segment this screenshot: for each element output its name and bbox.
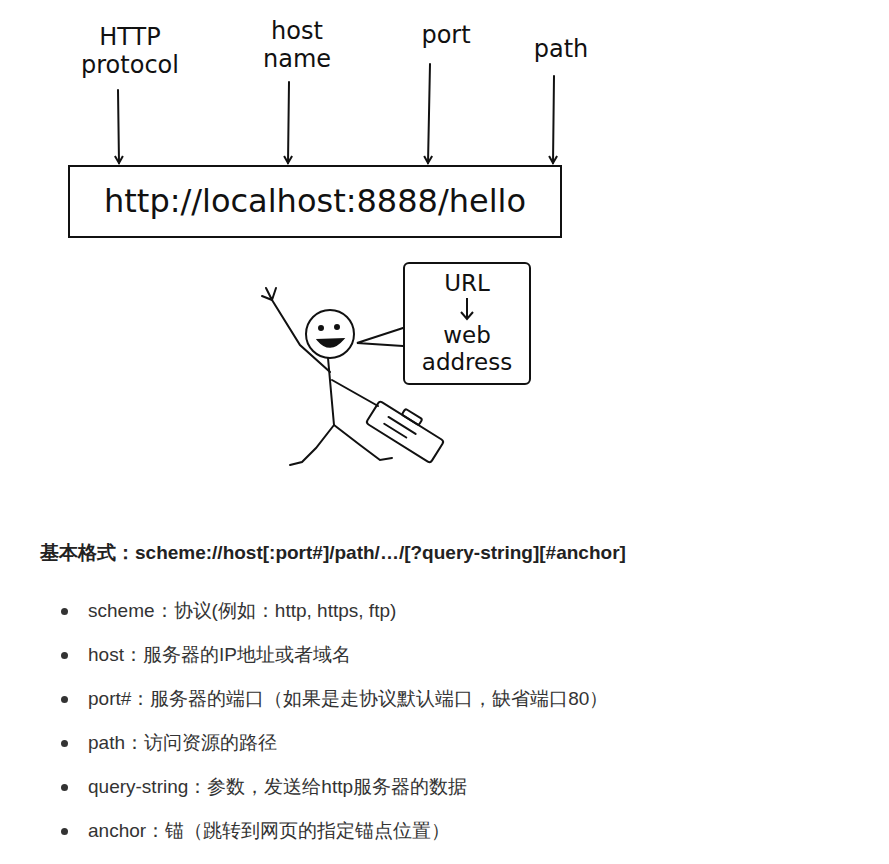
figure-eye xyxy=(319,326,323,330)
figure-body xyxy=(328,358,334,425)
list-item: scheme：协议(例如：http, https, ftp) xyxy=(88,598,396,624)
bullet-dot xyxy=(61,740,68,747)
leader-arrow xyxy=(288,82,289,163)
handwritten-label: HTTP protocol xyxy=(74,24,186,79)
bullet-dot xyxy=(61,696,68,703)
bubble-text: web address xyxy=(411,322,523,375)
down-arrow xyxy=(457,296,477,322)
list-item: host：服务器的IP地址或者域名 xyxy=(88,642,351,668)
bullet-dot xyxy=(61,608,68,615)
url-box: http://localhost:8888/hello xyxy=(68,165,562,238)
list-item: path：访问资源的路径 xyxy=(88,730,277,756)
bullet-dot xyxy=(61,652,68,659)
leader-arrow xyxy=(118,90,119,163)
handwritten-label: path xyxy=(516,36,606,64)
list-item: port#：服务器的端口（如果是走协议默认端口，缺省端口80） xyxy=(88,686,608,712)
figure-leg xyxy=(334,425,392,460)
handwritten-label: host name xyxy=(256,18,338,73)
figure-arm xyxy=(332,380,378,406)
figure-head xyxy=(306,310,354,358)
bubble-text: URL xyxy=(411,270,523,296)
suitcase xyxy=(366,395,448,463)
figure-smile xyxy=(318,339,343,347)
bullet-dot xyxy=(61,784,68,791)
figure-leg xyxy=(290,425,334,465)
speech-bubble: URL web address xyxy=(403,262,531,385)
bullet-dot xyxy=(61,828,68,835)
list-item: anchor：锚（跳转到网页的指定锚点位置） xyxy=(88,818,450,844)
figure-eye xyxy=(335,325,339,329)
handwritten-label: port xyxy=(401,22,491,50)
heading: 基本格式：scheme://host[:port#]/path/…/[?quer… xyxy=(40,540,626,566)
speech-tail xyxy=(357,328,403,346)
leader-arrow xyxy=(428,64,430,163)
list-item: query-string：参数，发送给http服务器的数据 xyxy=(88,774,467,800)
leader-arrow xyxy=(553,76,554,163)
figure-hand xyxy=(262,288,276,300)
url-text: http://localhost:8888/hello xyxy=(104,183,526,220)
figure-arm xyxy=(272,300,330,372)
